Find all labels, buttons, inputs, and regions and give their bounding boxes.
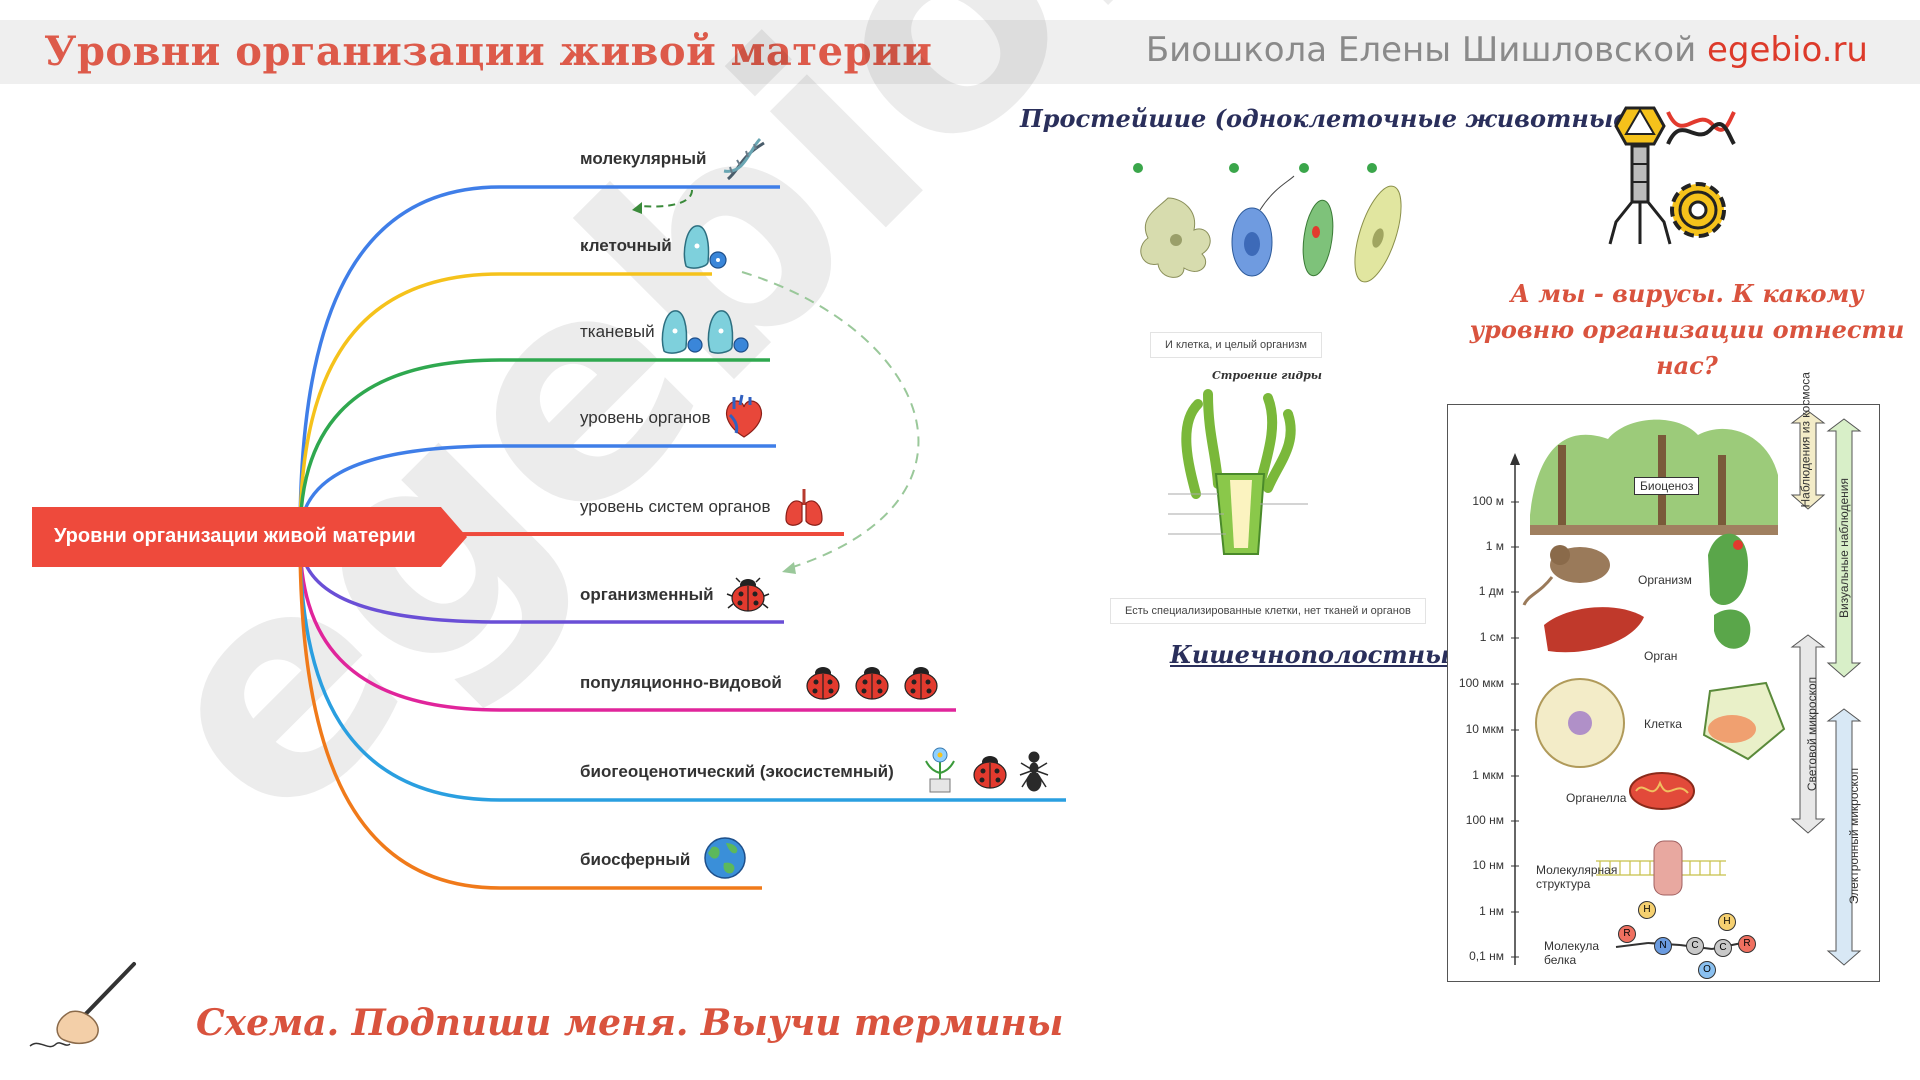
branch-9	[298, 536, 762, 890]
mindmap-root[interactable]: Уровни организации живой материи	[32, 507, 467, 567]
scale-tick-10um: 10 мкм	[1465, 722, 1504, 736]
page-title: Уровни организации живой материи	[44, 28, 933, 75]
level-biogeocenotic[interactable]: биогеоценотический (экосистемный)	[580, 762, 894, 781]
atom-h-right: H	[1718, 913, 1736, 931]
atom-n: N	[1654, 937, 1672, 955]
brand-site[interactable]: egebio.ru	[1707, 30, 1868, 70]
earth-icon	[704, 837, 746, 879]
level-molecular[interactable]: молекулярный	[580, 149, 707, 168]
dashed-arrow-1-head	[632, 202, 642, 214]
flower-ladybug-ant-icon	[925, 747, 1049, 793]
scale-label-organ: Орган	[1644, 649, 1678, 663]
protists-title: Простейшие (одноклеточные животные)	[1020, 104, 1640, 133]
cell-icon	[683, 225, 727, 269]
branch-3	[298, 358, 770, 538]
brand-label[interactable]: Биошкола Елены Шишловской egebio.ru	[1146, 30, 1868, 70]
atom-c-right: C	[1714, 939, 1732, 957]
scale-tick-1m: 1 м	[1485, 539, 1504, 553]
three-ladybugs-icon	[806, 667, 938, 700]
scale-tick-1nm: 1 нм	[1479, 904, 1504, 918]
scale-label-biocenosis: Биоценоз	[1634, 477, 1700, 495]
scale-tick-100nm: 100 нм	[1465, 813, 1504, 827]
atom-h-left: H	[1638, 901, 1656, 919]
cnidaria-title: Кишечнополостные	[1170, 640, 1465, 669]
bar-label-light-microscope: Световой микроскоп	[1805, 676, 1819, 792]
scale-tick-100m: 100 м	[1472, 494, 1504, 508]
size-scale-illustration	[1510, 419, 1786, 965]
atom-r-right: R	[1738, 935, 1756, 953]
scale-label-organism: Организм	[1638, 573, 1692, 587]
hydra-caption: Есть специализированные клетки, нет ткан…	[1110, 598, 1426, 624]
hydra-diagram-title: Строение гидры	[1212, 369, 1322, 382]
level-organism[interactable]: организменный	[580, 585, 714, 604]
tissue-icon	[661, 310, 749, 354]
branch-2	[298, 272, 712, 538]
header-bar: Уровни организации живой материи Биошкол…	[0, 20, 1920, 84]
protists-caption: И клетка, и целый организм	[1150, 332, 1322, 358]
dashed-arrow-1	[639, 189, 693, 208]
scale-label-protein-molecule: Молекула белка	[1544, 939, 1600, 967]
heart-icon	[725, 394, 763, 438]
mindmap-root-label: Уровни организации живой материи	[54, 525, 416, 547]
scale-tick-1um: 1 мкм	[1472, 768, 1504, 782]
dashed-arrow-2	[741, 271, 920, 569]
dashed-arrow-2-head	[782, 562, 796, 574]
scale-label-molecular-structure: Молекулярная структура	[1536, 863, 1618, 891]
atom-r-left: R	[1618, 925, 1636, 943]
ladybug-icon	[726, 577, 770, 612]
scale-label-cell: Клетка	[1644, 717, 1682, 731]
bar-label-visual: Визуальные наблюдения	[1837, 478, 1851, 619]
scale-tick-1dm: 1 дм	[1478, 584, 1504, 598]
level-biosphere[interactable]: биосферный	[580, 850, 691, 869]
level-tissue[interactable]: тканевый	[580, 322, 655, 341]
dna-icon	[723, 137, 765, 181]
level-population-species[interactable]: популяционно-видовой	[580, 673, 782, 692]
level-organ-system[interactable]: уровень систем органов	[580, 497, 771, 516]
scale-tick-0-1nm: 0,1 нм	[1469, 949, 1504, 963]
bar-label-space: Наблюдения из космоса	[1798, 372, 1813, 508]
scale-tick-100um: 100 мкм	[1458, 676, 1504, 690]
branch-1	[298, 185, 780, 538]
scale-label-organelle: Органелла	[1566, 791, 1627, 805]
lungs-icon	[785, 489, 823, 526]
size-scale-panel: 100 м 1 м 1 дм 1 см 100 мкм 10 мкм 1 мкм…	[1447, 372, 1880, 982]
protists-illustration	[1133, 163, 1402, 283]
level-cellular[interactable]: клеточный	[580, 236, 672, 255]
bar-label-electron-microscope: Электронный микроскоп	[1847, 767, 1861, 905]
virus-question: А мы - вирусы. К какому уровню организац…	[1469, 279, 1905, 380]
observation-range-bars	[1790, 410, 1862, 966]
writing-hand-icon	[29, 962, 136, 1048]
atom-o: O	[1698, 961, 1716, 979]
atom-c-middle: C	[1686, 937, 1704, 955]
hydra-illustration	[1168, 389, 1308, 555]
scale-tick-10nm: 10 нм	[1472, 858, 1504, 872]
footer-note: Схема. Подпиши меня. Выучи термины	[196, 1002, 1064, 1044]
scale-tick-1cm: 1 см	[1479, 630, 1504, 644]
level-organ[interactable]: уровень органов	[580, 408, 711, 427]
brand-prefix: Биошкола Елены Шишловской	[1145, 30, 1707, 70]
virus-dna-gear-icon	[1608, 106, 1736, 245]
